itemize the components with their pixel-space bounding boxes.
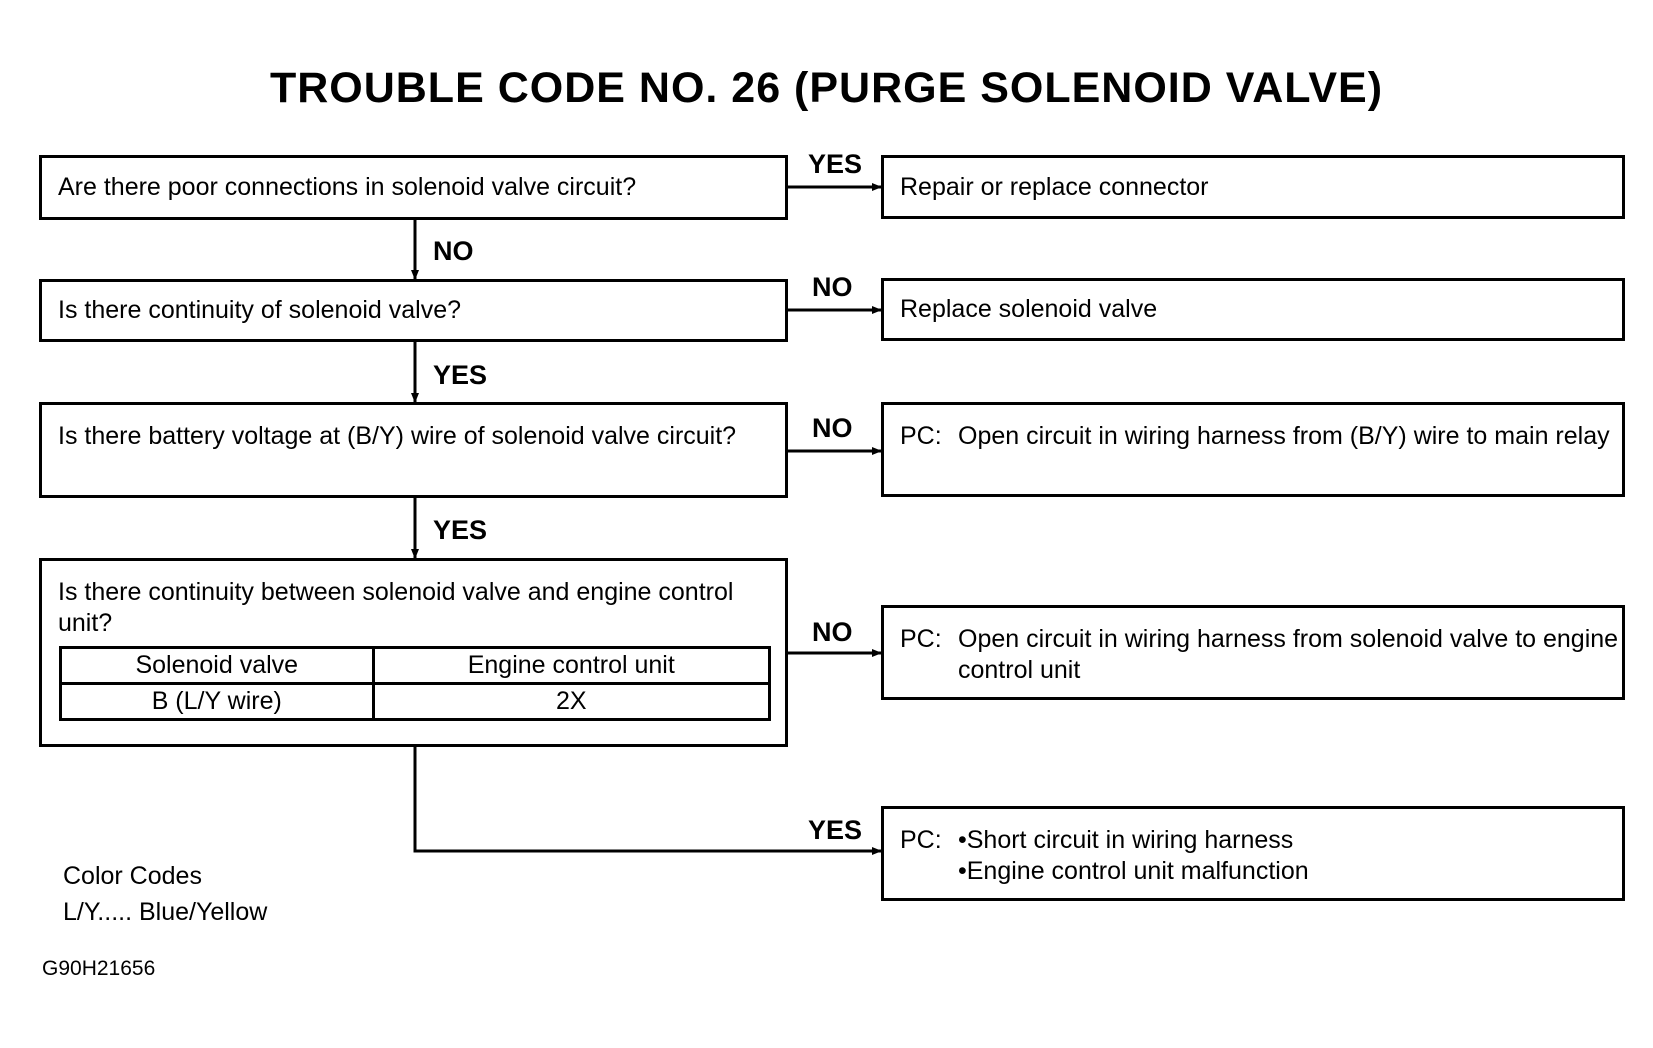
question-text: Are there poor connections in solenoid v… [58, 173, 637, 201]
pc-label: PC: [900, 826, 942, 854]
result-text: Open circuit in wiring harness from sole… [958, 625, 1619, 684]
table-cell: 2X [371, 682, 772, 721]
result-list: •Short circuit in wiring harness •Engine… [958, 825, 1622, 898]
result-item: •Engine control unit malfunction [958, 857, 1309, 885]
table-header: Engine control unit [371, 646, 772, 685]
question-text: Is there battery voltage at (B/Y) wire o… [58, 422, 737, 450]
pc-label: PC: [900, 422, 942, 450]
branch-label-no: NO [433, 236, 474, 266]
result-item: •Short circuit in wiring harness [958, 826, 1294, 854]
table-header-row: Solenoid valve Engine control unit [59, 646, 772, 685]
question-text: Is there continuity between solenoid val… [58, 578, 734, 637]
result-open-circuit-ecu: PC: Open circuit in wiring harness from … [881, 605, 1625, 700]
terminal-table: Solenoid valve Engine control unit B (L/… [59, 646, 772, 721]
color-codes-note: Color Codes L/Y..... Blue/Yellow [63, 858, 267, 930]
branch-label-no: NO [812, 617, 853, 647]
result-short-circuit: PC: •Short circuit in wiring harness •En… [881, 806, 1625, 901]
color-code-entry: L/Y..... Blue/Yellow [63, 898, 268, 926]
table-row: B (L/Y wire) 2X [59, 682, 772, 721]
figure-reference-code: G90H21656 [42, 957, 156, 980]
question-continuity-ecu: Is there continuity between solenoid val… [39, 558, 788, 747]
question-text: Is there continuity of solenoid valve? [58, 296, 462, 324]
result-text: Repair or replace connector [900, 172, 1209, 201]
result-open-circuit-main-relay: PC: Open circuit in wiring harness from … [881, 402, 1625, 497]
result-text: Open circuit in wiring harness from (B/Y… [958, 422, 1610, 450]
branch-label-yes: YES [433, 515, 488, 545]
diagram-title: TROUBLE CODE NO. 26 (PURGE SOLENOID VALV… [269, 64, 1384, 112]
result-replace-solenoid: Replace solenoid valve [881, 278, 1625, 341]
result-repair-connector: Repair or replace connector [881, 155, 1625, 219]
table-header: Solenoid valve [59, 646, 375, 685]
branch-label-no: NO [812, 272, 853, 302]
table-cell: B (L/Y wire) [59, 682, 375, 721]
color-codes-title: Color Codes [63, 862, 202, 890]
question-poor-connections: Are there poor connections in solenoid v… [39, 155, 788, 220]
result-text: Replace solenoid valve [900, 295, 1158, 323]
question-battery-voltage: Is there battery voltage at (B/Y) wire o… [39, 402, 788, 498]
branch-label-no: NO [812, 413, 853, 443]
branch-label-yes: YES [808, 815, 863, 845]
question-solenoid-continuity: Is there continuity of solenoid valve? [39, 279, 788, 342]
branch-label-yes: YES [808, 149, 863, 179]
branch-label-yes: YES [433, 360, 488, 390]
pc-label: PC: [900, 625, 942, 653]
